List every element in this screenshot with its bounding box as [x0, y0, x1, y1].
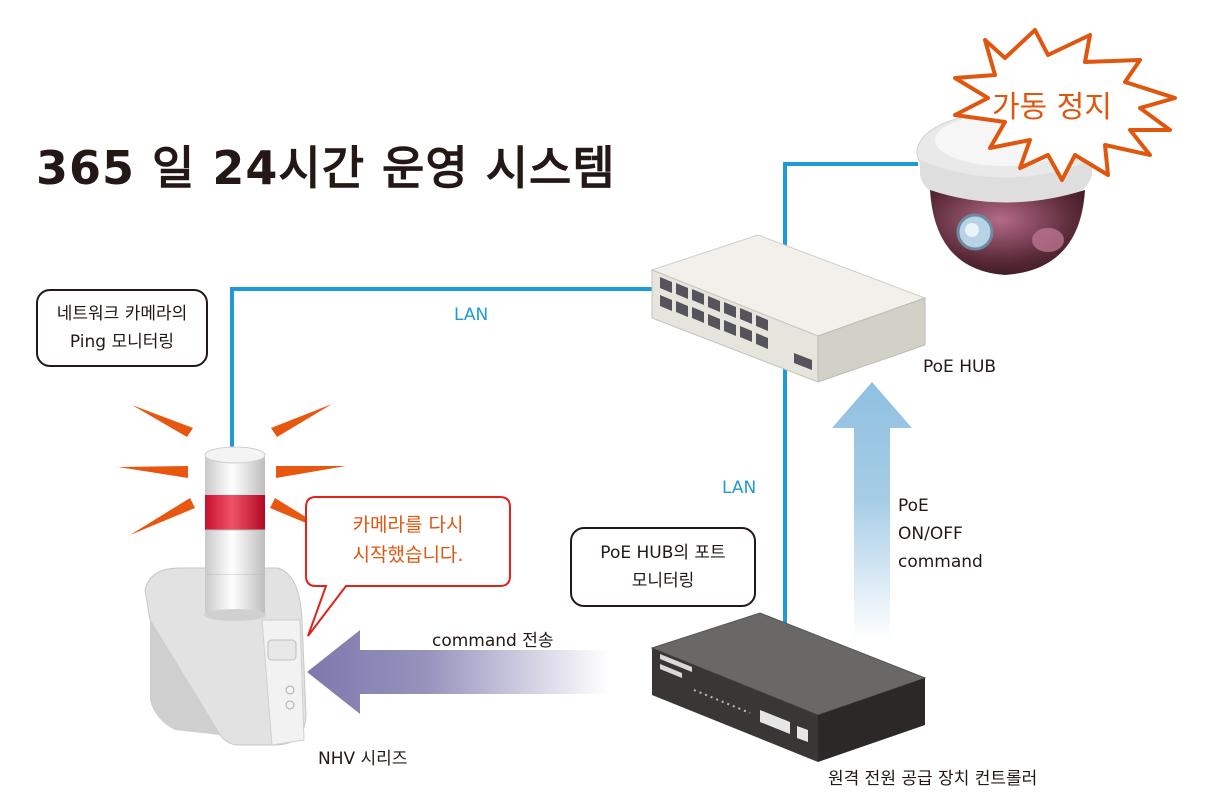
- nhv-series-label: NHV 시리즈: [318, 749, 408, 769]
- ping-monitoring-callout: 네트워크 카메라의 Ping 모니터링: [36, 289, 208, 367]
- lan-label-right: LAN: [722, 478, 757, 498]
- callout-line: 모니터링: [631, 571, 695, 591]
- lan-label-top: LAN: [454, 305, 489, 325]
- nhv-device: [144, 446, 307, 746]
- poe-hub-device: [650, 234, 927, 383]
- restart-callout-text: 카메라를 다시 시작했습니다.: [320, 510, 496, 570]
- remote-controller-device: [650, 612, 927, 762]
- command-arrow: [307, 630, 608, 714]
- poe-arrow: [832, 382, 912, 640]
- poe-command-line: command: [898, 552, 983, 572]
- poe-command-label: PoE ON/OFF command: [898, 492, 983, 576]
- restart-callout-bubble: [305, 496, 511, 637]
- poe-hub-label: PoE HUB: [923, 357, 997, 377]
- callout-line: 카메라를 다시: [352, 514, 464, 536]
- page-title: 365 일 24시간 운영 시스템: [36, 141, 616, 195]
- callout-line: 시작했습니다.: [352, 544, 464, 566]
- poe-command-line: PoE: [898, 496, 929, 516]
- stop-callout-text: 가동 정지: [992, 90, 1112, 125]
- controller-label: 원격 전원 공급 장치 컨트롤러: [828, 769, 1038, 789]
- callout-line: PoE HUB의 포트: [600, 543, 726, 563]
- command-send-label: command 전송: [432, 631, 554, 651]
- port-monitoring-callout: PoE HUB의 포트 모니터링: [570, 527, 756, 607]
- callout-line: Ping 모니터링: [69, 332, 175, 352]
- poe-command-line: ON/OFF: [898, 524, 963, 544]
- stop-burst: [953, 28, 1177, 182]
- lan-line-left: [230, 287, 660, 452]
- callout-line: 네트워크 카메라의: [56, 304, 188, 324]
- lan-line-camera: [783, 162, 918, 262]
